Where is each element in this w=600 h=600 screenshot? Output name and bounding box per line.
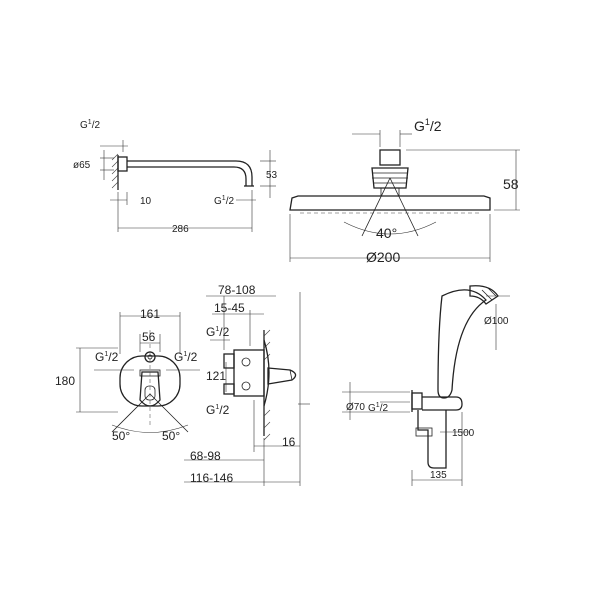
side-range-b-label: 116-146 bbox=[190, 471, 233, 485]
mixer-thread-right-label: G1/2 bbox=[174, 350, 198, 364]
hand-shower-head bbox=[469, 285, 499, 305]
hand-outlet bbox=[411, 392, 423, 410]
mixer-width-inner-label: 56 bbox=[142, 330, 156, 344]
arm-wall-hatch bbox=[111, 153, 119, 189]
arm-pipe-top bbox=[127, 160, 253, 186]
side-thread-bottom-label: G1/2 bbox=[206, 403, 230, 417]
side-range-a-label: 68-98 bbox=[190, 449, 221, 463]
hand-depth-label: 135 bbox=[430, 470, 447, 481]
side-wall-label: 15-45 bbox=[214, 301, 245, 315]
head-angle-label: 40° bbox=[376, 225, 397, 241]
hand-head-diameter-label: Ø100 bbox=[484, 316, 509, 327]
side-plate bbox=[263, 339, 270, 407]
side-inlet-top bbox=[223, 353, 235, 369]
hand-shower-view: Ø100 Ø70 G1/2 1500 135 bbox=[342, 285, 510, 486]
arm-height-label: 53 bbox=[266, 170, 278, 181]
shower-arm-view: G1/2 ø65 10 G1/2 53 286 bbox=[73, 119, 278, 235]
arm-total-length-label: 286 bbox=[172, 224, 189, 235]
mixer-width-outer-label: 161 bbox=[140, 307, 160, 321]
hand-outlet-diameter-label: Ø70 bbox=[346, 402, 365, 413]
head-shower-view: G1/2 58 40° Ø200 bbox=[289, 117, 520, 265]
mixer-thread-left-label: G1/2 bbox=[95, 350, 119, 364]
mixer-angle-left-label: 50° bbox=[112, 429, 130, 443]
head-plate bbox=[289, 195, 491, 211]
side-projection-label: 16 bbox=[282, 435, 296, 449]
arm-thread-bottom-label: G1/2 bbox=[214, 195, 234, 207]
mixer-angle-right-label: 50° bbox=[162, 429, 180, 443]
side-depth-label: 78-108 bbox=[218, 283, 256, 297]
hand-holder bbox=[422, 396, 463, 411]
side-body bbox=[233, 349, 265, 397]
arm-thread-top-label: G1/2 bbox=[80, 119, 100, 131]
hand-hose-length-label: 1500 bbox=[452, 428, 475, 439]
head-connector bbox=[379, 149, 401, 166]
side-height-label: 121 bbox=[206, 369, 226, 383]
arm-pipe-bottom bbox=[127, 166, 247, 186]
head-thread-label: G1/2 bbox=[414, 117, 442, 134]
mixer-side-view: 78-108 15-45 G1/2 121 G1/2 16 68-98 116-… bbox=[184, 283, 310, 486]
side-wall-hatch bbox=[263, 329, 271, 441]
arm-flange bbox=[117, 156, 128, 172]
head-ball-joint bbox=[371, 167, 409, 189]
arm-inner-length-label: 10 bbox=[140, 196, 152, 207]
mixer-lever bbox=[139, 371, 161, 407]
mixer-angle-arc bbox=[111, 424, 189, 433]
mixer-height-label: 180 bbox=[55, 374, 75, 388]
mixer-front-view: 161 56 G1/2 G1/2 180 50° 50° bbox=[55, 307, 200, 443]
side-inlet-bottom bbox=[223, 383, 235, 395]
head-diameter-label: Ø200 bbox=[366, 249, 400, 265]
side-thread-top-label: G1/2 bbox=[206, 325, 230, 339]
hand-thread-label: G1/2 bbox=[368, 402, 388, 414]
hand-shower-body bbox=[437, 289, 487, 399]
head-angle-arc bbox=[343, 221, 437, 235]
hand-hose bbox=[417, 410, 447, 469]
head-height-label: 58 bbox=[503, 176, 519, 192]
arm-diameter-label: ø65 bbox=[73, 160, 91, 171]
